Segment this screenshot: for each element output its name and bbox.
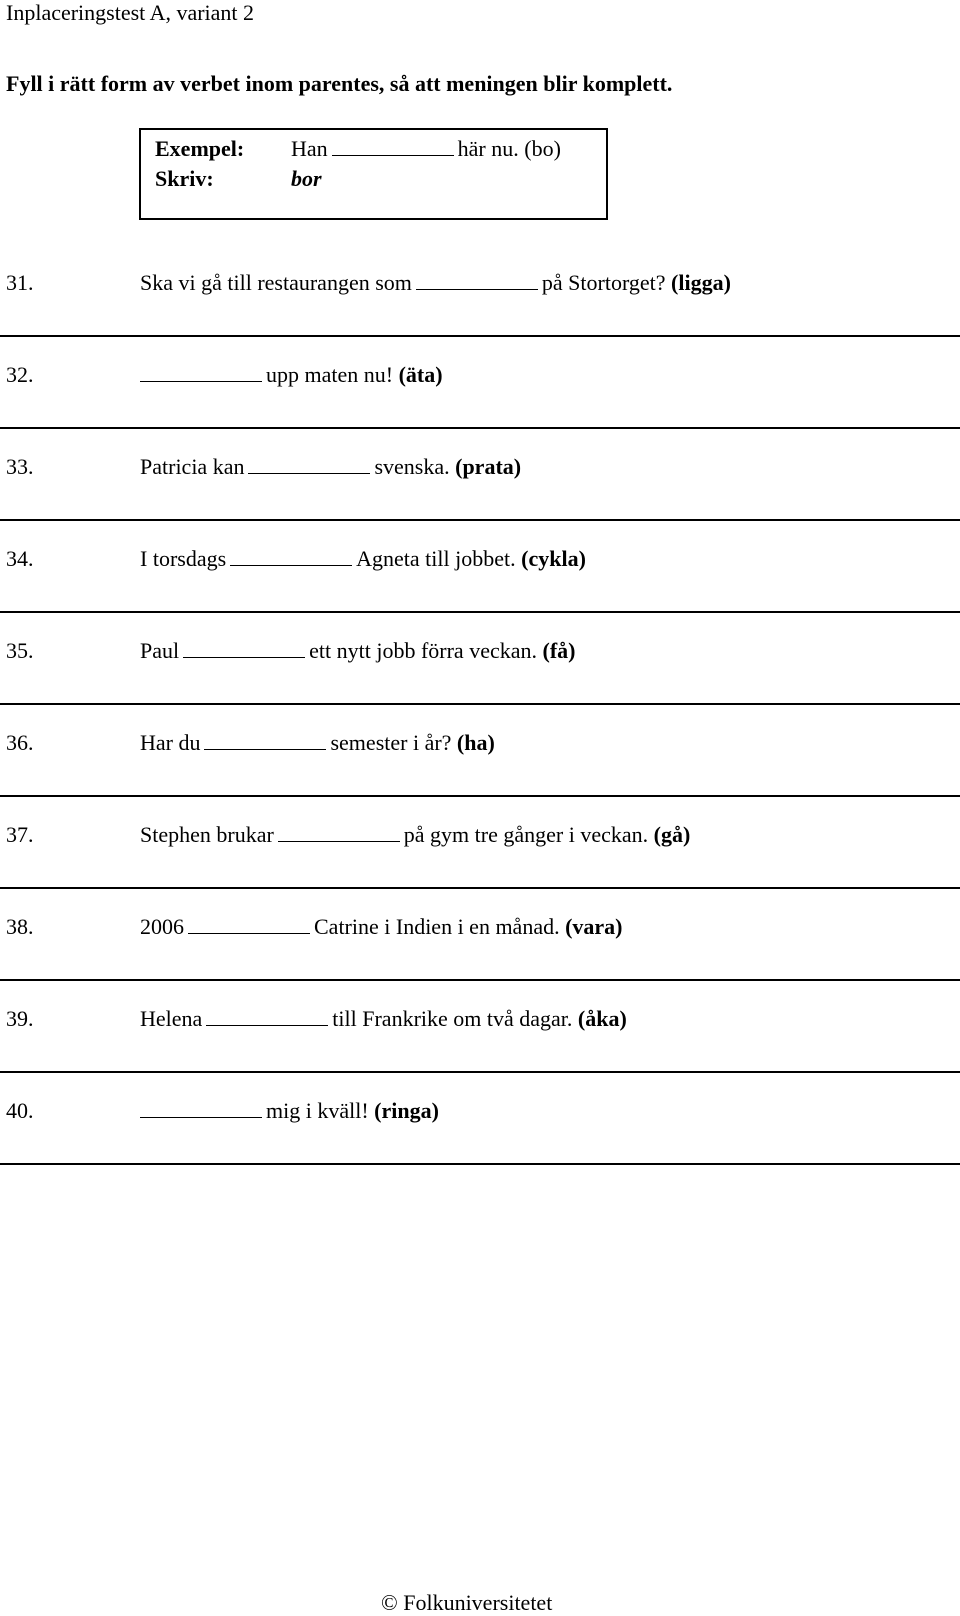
answer-line	[0, 1163, 960, 1165]
item-text-after: Agneta till jobbet.	[356, 546, 516, 571]
exercise-item: 39. Helena till Frankrike om två dagar. (å…	[6, 1006, 627, 1032]
answer-line	[0, 335, 960, 337]
answer-blank[interactable]	[140, 363, 262, 382]
answer-line	[0, 979, 960, 981]
answer-line	[0, 519, 960, 521]
exercise-item: 37. Stephen brukar på gym tre gånger i vec…	[6, 822, 690, 848]
item-text-after: ett nytt jobb förra veckan.	[309, 638, 537, 663]
item-text-before: Ska vi gå till restaurangen som	[140, 270, 412, 295]
example-before: Han	[291, 136, 328, 161]
item-number: 31.	[6, 270, 34, 295]
exercise-item: 35. Paul ett nytt jobb förra veckan. (få)	[6, 638, 575, 664]
example-answer: bor	[291, 166, 322, 191]
exercise-item: 38. 2006 Catrine i Indien i en månad. (var…	[6, 914, 623, 940]
answer-blank[interactable]	[415, 271, 538, 290]
item-text-after: svenska.	[374, 454, 450, 479]
item-number: 37.	[6, 822, 34, 847]
answer-line	[0, 1071, 960, 1073]
item-number: 38.	[6, 914, 34, 939]
item-text-before: Helena	[140, 1006, 203, 1031]
item-text-after: semester i år?	[330, 730, 452, 755]
instruction-text: Fyll i rätt form av verbet inom parentes…	[6, 71, 673, 96]
item-verb-hint: (få)	[542, 638, 576, 663]
item-number: 40.	[6, 1098, 34, 1123]
item-text-before: I torsdags	[140, 546, 227, 571]
item-number: 32.	[6, 362, 34, 387]
item-text-before: Stephen brukar	[140, 822, 274, 847]
item-number: 34.	[6, 546, 34, 571]
exercise-item: 33. Patricia kan svenska. (prata)	[6, 454, 521, 480]
answer-blank[interactable]	[188, 915, 310, 934]
item-verb-hint: (ha)	[456, 730, 495, 755]
page-title: Inplaceringstest A, variant 2	[6, 0, 255, 25]
item-number: 35.	[6, 638, 34, 663]
item-number: 39.	[6, 1006, 34, 1031]
item-text-after: mig i kväll!	[266, 1098, 369, 1123]
example-hint: (bo)	[524, 136, 561, 161]
example-answer-row: Skriv: bor	[155, 166, 322, 192]
item-text-after: till Frankrike om två dagar.	[332, 1006, 573, 1031]
exercise-item: 32. upp maten nu! (äta)	[6, 362, 443, 388]
answer-line	[0, 887, 960, 889]
item-text-after: Catrine i Indien i en månad.	[314, 914, 560, 939]
item-verb-hint: (gå)	[653, 822, 691, 847]
answer-blank[interactable]	[277, 823, 400, 842]
answer-blank[interactable]	[183, 639, 306, 658]
answer-blank[interactable]	[140, 1099, 262, 1118]
item-text-before: Har du	[140, 730, 201, 755]
example-box: Exempel: Han här nu. (bo) Skriv: bor	[139, 128, 608, 220]
example-label: Exempel:	[155, 136, 245, 161]
item-text-before: Paul	[140, 638, 180, 663]
item-verb-hint: (cykla)	[521, 546, 586, 571]
answer-line	[0, 795, 960, 797]
item-verb-hint: (ringa)	[374, 1098, 439, 1123]
exercise-item: 34. I torsdags Agneta till jobbet. (cykla)	[6, 546, 586, 572]
answer-blank[interactable]	[204, 731, 327, 750]
item-verb-hint: (åka)	[577, 1006, 627, 1031]
item-number: 36.	[6, 730, 34, 755]
item-text-after: på gym tre gånger i veckan.	[403, 822, 649, 847]
item-number: 33.	[6, 454, 34, 479]
example-blank	[331, 137, 454, 156]
item-verb-hint: (prata)	[455, 454, 522, 479]
exercise-item: 31. Ska vi gå till restaurangen som på Sto…	[6, 270, 731, 296]
answer-line	[0, 611, 960, 613]
item-text-before: 2006	[140, 914, 184, 939]
item-text-before: Patricia kan	[140, 454, 245, 479]
item-verb-hint: (ligga)	[671, 270, 731, 295]
item-text-after: upp maten nu!	[266, 362, 394, 387]
item-verb-hint: (äta)	[398, 362, 443, 387]
answer-line	[0, 427, 960, 429]
example-write-label: Skriv:	[155, 166, 214, 191]
example-after: här nu.	[457, 136, 519, 161]
answer-line	[0, 703, 960, 705]
item-text-after: på Stortorget?	[541, 270, 666, 295]
item-verb-hint: (vara)	[565, 914, 623, 939]
exercise-item: 40. mig i kväll! (ringa)	[6, 1098, 439, 1124]
answer-blank[interactable]	[230, 547, 353, 566]
exercise-item: 36. Har du semester i år? (ha)	[6, 730, 495, 756]
answer-blank[interactable]	[248, 455, 371, 474]
answer-blank[interactable]	[206, 1007, 329, 1026]
example-row: Exempel: Han här nu. (bo)	[155, 136, 561, 162]
footer-copyright: © Folkuniversitetet	[381, 1590, 553, 1615]
